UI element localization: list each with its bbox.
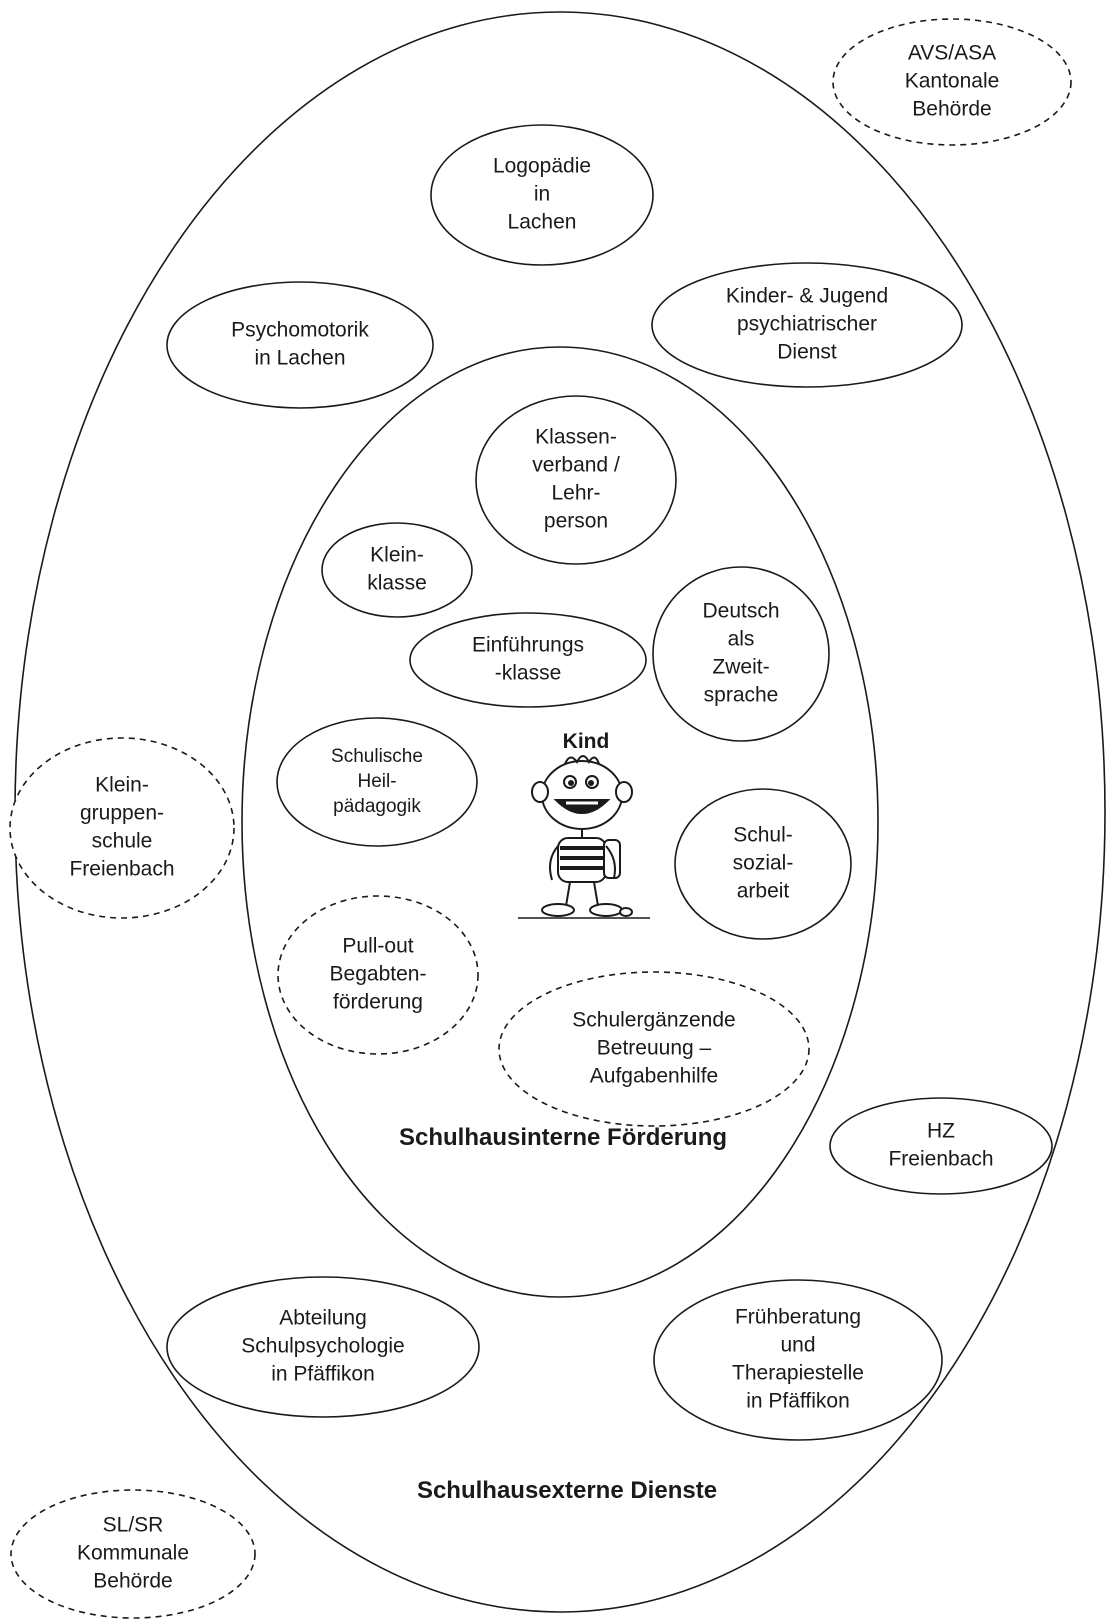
- node-label-klassenverband-line-2: Lehr-: [551, 482, 600, 505]
- node-label-daz-line-2: Zweit-: [712, 656, 769, 679]
- node-ellipse-schulergaenzend: [498, 971, 810, 1127]
- node-label-schulpsychologie-line-2: in Pfäffikon: [271, 1363, 375, 1386]
- node-label-avs-asa-line-0: AVS/ASA: [908, 42, 996, 65]
- node-ellipse-kjpd: [651, 262, 963, 388]
- node-ellipse-kleingruppenschule: [9, 737, 235, 919]
- node-ellipse-schulsozialarbeit: [674, 788, 852, 940]
- node-klassenverband: Klassen-verband / Lehr-person: [475, 395, 677, 565]
- node-label-schulpsychologie-line-0: Abteilung: [279, 1307, 367, 1330]
- node-ellipse-avs-asa: [832, 18, 1072, 146]
- node-label-schulsozialarbeit-line-2: arbeit: [737, 880, 790, 903]
- node-ellipse-schulpsychologie: [166, 1276, 480, 1418]
- node-ellipse-klassenverband: [475, 395, 677, 565]
- node-label-klassenverband-line-3: person: [544, 510, 608, 533]
- node-ellipse-heilpaedagogik: [276, 717, 478, 847]
- node-label-klassenverband-line-1: verband /: [532, 454, 620, 477]
- outer-section-label: Schulhausexterne Dienste: [417, 1477, 717, 1504]
- node-label-klassenverband-line-0: Klassen-: [535, 426, 617, 449]
- nodes-layer: AVS/ASAKantonaleBehördeLogopädieinLachen…: [9, 18, 1072, 1619]
- node-label-hz-line-0: HZ: [927, 1120, 955, 1143]
- node-label-avs-asa-line-2: Behörde: [912, 98, 991, 121]
- node-label-daz-line-3: sprache: [704, 684, 779, 707]
- node-label-kleingruppenschule-line-2: schule: [92, 830, 153, 853]
- node-label-heilpaedagogik-line-1: Heil-: [357, 771, 396, 792]
- node-label-fruehberatung-line-3: in Pfäffikon: [746, 1390, 850, 1413]
- node-label-pullout-line-1: Begabten-: [330, 963, 427, 986]
- node-label-schulergaenzend-line-2: Aufgabenhilfe: [590, 1065, 718, 1088]
- node-ellipse-kleinklasse: [321, 522, 473, 618]
- node-label-schulergaenzend-line-0: Schulergänzende: [572, 1009, 735, 1032]
- node-label-logopaedie-line-1: in: [534, 183, 550, 206]
- node-label-schulsozialarbeit-line-0: Schul-: [733, 824, 793, 847]
- node-ellipse-pullout: [277, 895, 479, 1055]
- node-label-heilpaedagogik-line-0: Schulische: [331, 746, 423, 767]
- node-label-schulsozialarbeit-line-1: sozial-: [733, 852, 794, 875]
- node-label-fruehberatung-line-2: Therapiestelle: [732, 1362, 864, 1385]
- node-label-schulergaenzend-line-1: Betreuung –: [597, 1037, 712, 1060]
- node-ellipse-psychomotorik: [166, 281, 434, 409]
- node-ellipse-einfuehrungsklasse: [409, 612, 647, 708]
- node-label-fruehberatung-line-1: und: [780, 1334, 815, 1357]
- node-label-kjpd-line-2: Dienst: [777, 341, 837, 364]
- child-figure-icon: [518, 755, 650, 919]
- node-label-kleingruppenschule-line-3: Freienbach: [69, 858, 174, 881]
- node-label-avs-asa-line-1: Kantonale: [905, 70, 1000, 93]
- node-label-hz-line-1: Freienbach: [888, 1148, 993, 1171]
- node-label-kleinklasse-line-0: Klein-: [370, 544, 424, 567]
- node-label-psychomotorik-line-0: Psychomotorik: [231, 319, 369, 342]
- node-label-sl-sr-line-2: Behörde: [93, 1570, 172, 1593]
- node-label-einfuehrungsklasse-line-0: Einführungs: [472, 634, 584, 657]
- node-ellipse-daz: [652, 566, 830, 742]
- node-label-kleinklasse-line-1: klasse: [367, 572, 427, 595]
- node-label-psychomotorik-line-1: in Lachen: [254, 347, 345, 370]
- node-kleinklasse: Klein-klasse: [321, 522, 473, 618]
- node-psychomotorik: Psychomotorik in Lachen: [166, 281, 434, 409]
- kind-label: Kind: [563, 730, 610, 753]
- node-ellipse-logopaedie: [430, 124, 654, 266]
- node-label-kjpd-line-1: psychiatrischer: [737, 313, 877, 336]
- node-label-pullout-line-0: Pull-out: [342, 935, 413, 958]
- node-ellipse-hz: [829, 1097, 1053, 1195]
- node-label-heilpaedagogik-line-2: pädagogik: [333, 796, 421, 817]
- node-label-pullout-line-2: förderung: [333, 991, 423, 1014]
- node-label-logopaedie-line-0: Logopädie: [493, 155, 591, 178]
- node-ellipse-sl-sr: [10, 1489, 256, 1619]
- node-ellipse-fruehberatung: [653, 1279, 943, 1441]
- node-label-daz-line-0: Deutsch: [702, 600, 779, 623]
- node-label-kjpd-line-0: Kinder- & Jugend: [726, 285, 888, 308]
- node-label-sl-sr-line-1: Kommunale: [77, 1542, 189, 1565]
- node-einfuehrungsklasse: Einführungs -klasse: [409, 612, 647, 708]
- inner-section-label: Schulhausinterne Förderung: [399, 1124, 727, 1151]
- node-label-kleingruppenschule-line-0: Klein-: [95, 774, 149, 797]
- node-label-sl-sr-line-0: SL/SR: [103, 1514, 164, 1537]
- node-label-schulpsychologie-line-1: Schulpsychologie: [241, 1335, 404, 1358]
- node-label-daz-line-1: als: [728, 628, 755, 651]
- inner-ellipse-internal-support: [241, 346, 879, 1298]
- node-label-kleingruppenschule-line-1: gruppen-: [80, 802, 164, 825]
- node-label-einfuehrungsklasse-line-1: -klasse: [495, 662, 562, 685]
- node-hz: HZ Freienbach: [829, 1097, 1053, 1195]
- node-label-fruehberatung-line-0: Frühberatung: [735, 1306, 861, 1329]
- node-schulsozialarbeit: Schul-sozial-arbeit: [674, 788, 852, 940]
- node-label-logopaedie-line-2: Lachen: [508, 211, 577, 234]
